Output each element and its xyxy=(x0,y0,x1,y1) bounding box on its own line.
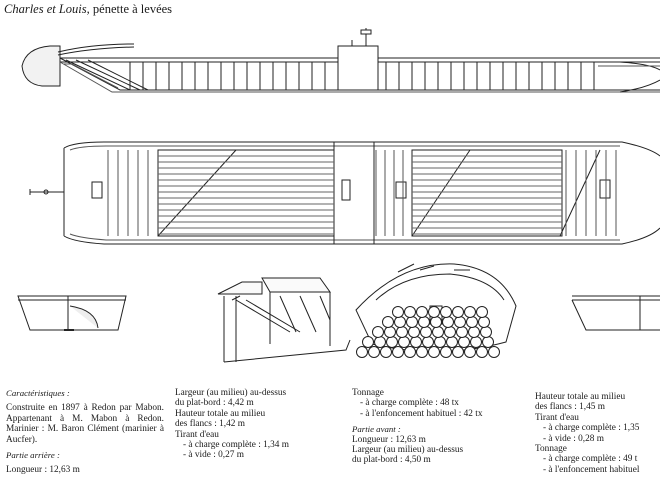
log-end xyxy=(452,306,464,318)
log-end xyxy=(362,336,374,348)
rear-height-2: des flancs : 1,42 m xyxy=(175,419,245,430)
log-end xyxy=(468,326,480,338)
log-end xyxy=(422,336,434,348)
specs-column-1: Caractéristiques : Construite en 1897 à … xyxy=(6,388,164,476)
log-end xyxy=(488,346,500,358)
log-end xyxy=(456,326,468,338)
front-heading: Partie avant : xyxy=(352,424,401,435)
log-cargo xyxy=(356,306,500,358)
log-end xyxy=(382,316,394,328)
rear-width-2: du plat-bord : 4,42 m xyxy=(175,398,254,409)
log-end xyxy=(464,306,476,318)
log-end xyxy=(442,316,454,328)
log-end xyxy=(458,336,470,348)
construction-text: Construite en 1897 à Redon par Mabon. Ap… xyxy=(6,403,164,445)
log-end xyxy=(416,306,428,318)
log-end xyxy=(482,336,494,348)
specs-column-2: Largeur (au milieu) au-dessus du plat-bo… xyxy=(175,388,289,461)
front-height-2: des flancs : 1,45 m xyxy=(535,402,605,413)
log-end xyxy=(404,306,416,318)
log-end xyxy=(406,316,418,328)
log-end xyxy=(418,316,430,328)
log-end xyxy=(372,326,384,338)
boat-name: Charles et Louis, xyxy=(4,2,90,16)
specs-column-4: Hauteur totale au milieu des flancs : 1,… xyxy=(535,392,660,475)
rear-draft: Tirant d'eau xyxy=(175,429,219,440)
plan-planks xyxy=(107,150,617,236)
log-end xyxy=(428,346,440,358)
rear-height-1: Hauteur totale au milieu xyxy=(175,408,266,419)
log-end xyxy=(404,346,416,358)
log-end xyxy=(384,326,396,338)
drawing-title: Charles et Louis, pénette à levées xyxy=(4,3,174,16)
rear-tonnage: Tonnage xyxy=(352,388,384,398)
log-end xyxy=(480,326,492,338)
log-end xyxy=(470,336,482,348)
bow-section xyxy=(571,295,660,331)
rear-heading: Partie arrière : xyxy=(6,450,60,461)
side-elevation xyxy=(21,28,660,93)
log-end xyxy=(396,326,408,338)
rear-tonnage-loaded: - à charge complète : 48 tx xyxy=(360,398,459,409)
cabin-section xyxy=(217,277,351,363)
log-end xyxy=(464,346,476,358)
log-end xyxy=(420,326,432,338)
rear-width-1: Largeur (au milieu) au-dessus xyxy=(175,388,287,398)
log-end xyxy=(380,346,392,358)
log-end xyxy=(452,346,464,358)
log-end xyxy=(446,336,458,348)
log-end xyxy=(440,346,452,358)
log-end xyxy=(416,346,428,358)
front-length: Longueur : 12,63 m xyxy=(352,434,426,445)
log-end xyxy=(410,336,422,348)
log-end xyxy=(398,336,410,348)
rear-draft-loaded: - à charge complète : 1,34 m xyxy=(183,440,289,451)
log-end xyxy=(356,346,368,358)
front-draft: Tirant d'eau xyxy=(535,412,579,423)
front-width-1: Largeur (au milieu) au-dessus xyxy=(352,445,464,456)
specs-column-3: Tonnage - à charge complète : 48 tx - à … xyxy=(352,388,483,466)
boat-type: pénette à levées xyxy=(92,2,173,16)
log-end xyxy=(478,316,490,328)
log-end xyxy=(444,326,456,338)
stern-section xyxy=(17,295,127,331)
front-height-1: Hauteur totale au milieu xyxy=(535,392,626,402)
log-end xyxy=(408,326,420,338)
rear-length: Longueur : 12,63 m xyxy=(6,465,80,476)
front-width-2: du plat-bord : 4,50 m xyxy=(352,455,431,466)
front-draft-empty: - à vide : 0,28 m xyxy=(543,433,604,444)
front-tonnage: Tonnage xyxy=(535,444,567,455)
front-draft-loaded: - à charge complète : 1,35 xyxy=(543,423,640,434)
log-end xyxy=(454,316,466,328)
log-end xyxy=(476,306,488,318)
log-end xyxy=(430,316,442,328)
log-end xyxy=(428,306,440,318)
rear-tonnage-usual: - à l'enfoncement habituel : 42 tx xyxy=(360,408,483,419)
side-frames xyxy=(129,62,595,90)
log-end xyxy=(476,346,488,358)
log-end xyxy=(374,336,386,348)
characteristics-heading: Caractéristiques : xyxy=(6,388,70,398)
log-end xyxy=(392,306,404,318)
log-end xyxy=(386,336,398,348)
log-end xyxy=(440,306,452,318)
log-end xyxy=(434,336,446,348)
log-end xyxy=(392,346,404,358)
log-end xyxy=(432,326,444,338)
log-end xyxy=(466,316,478,328)
log-end xyxy=(394,316,406,328)
front-tonnage-usual: - à l'enfoncement habituel xyxy=(543,464,640,475)
log-end xyxy=(368,346,380,358)
rear-draft-empty: - à vide : 0,27 m xyxy=(183,450,244,461)
front-tonnage-loaded: - à charge complète : 49 t xyxy=(543,454,638,465)
